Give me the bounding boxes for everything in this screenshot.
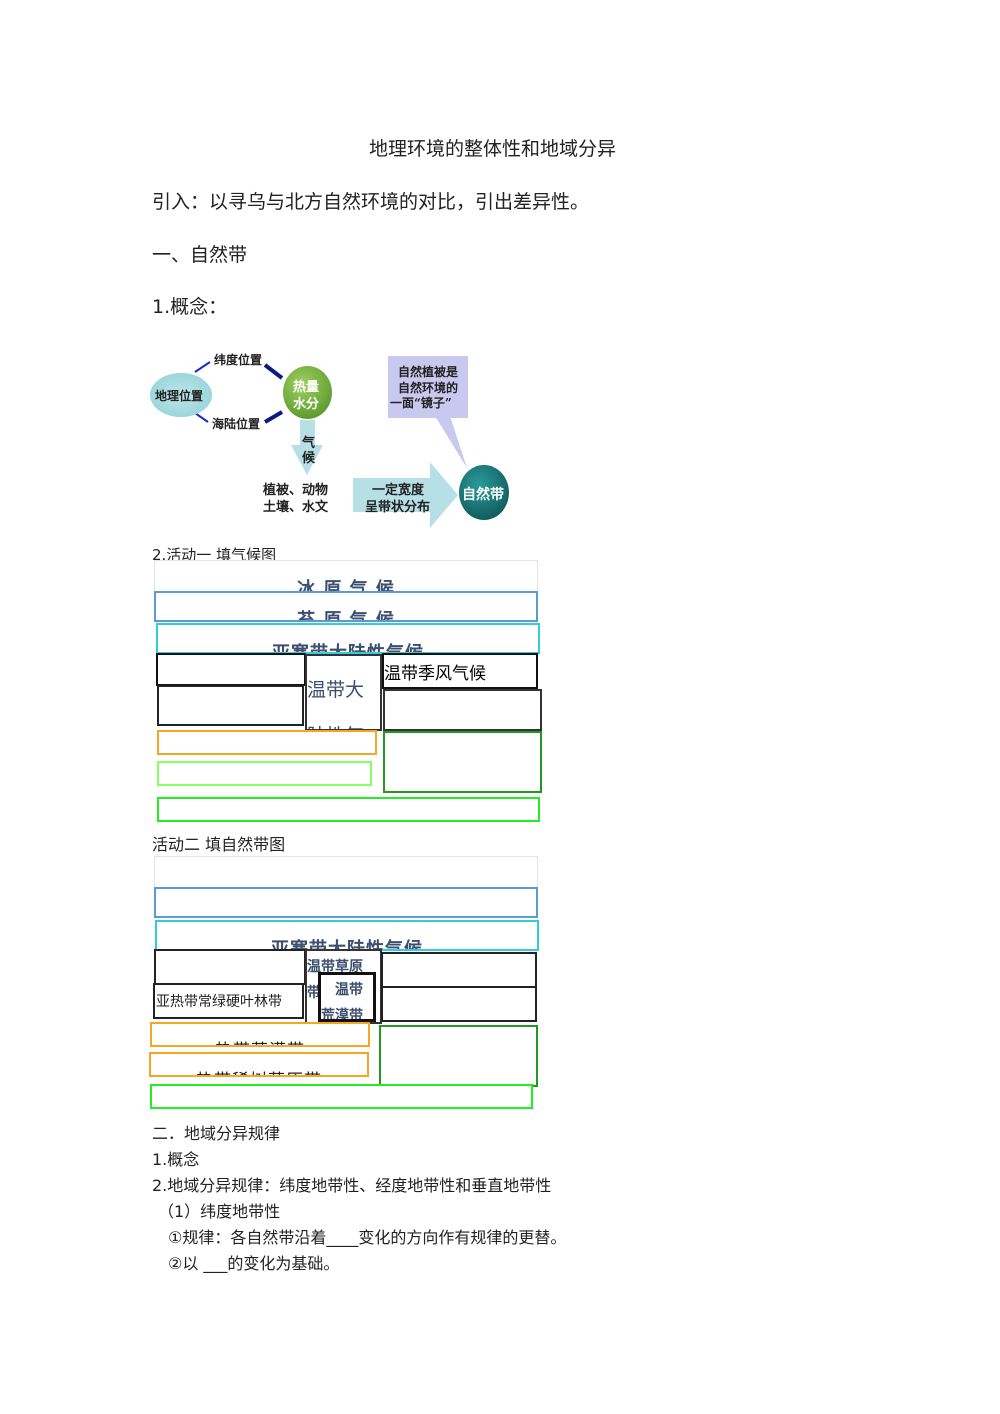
- ice-climate-label: 冰 原 气 候: [297, 579, 395, 592]
- blank-box-blue[interactable]: [154, 887, 538, 918]
- subarctic-climate-box[interactable]: 亚寒带大陆性气候: [156, 623, 540, 654]
- subtropical-sclerophyll-box[interactable]: 亚热带常绿硬叶林带: [153, 983, 304, 1019]
- sub-heading: （1）纬度地带性: [158, 1202, 281, 1221]
- arrow-label-2: 呈带状分布: [365, 500, 431, 515]
- subarctic-zone-box[interactable]: 亚寒带大陆性气候: [155, 920, 539, 951]
- temperate-desert-label-1: 温带: [335, 982, 363, 998]
- blank-box-e[interactable]: [150, 1084, 533, 1109]
- water-label: 水分: [293, 397, 320, 412]
- heat-label: 热量: [293, 380, 320, 395]
- section2-heading: 二．地域分异规律: [152, 1124, 281, 1143]
- callout-line-3: 一面“镜子”: [390, 396, 452, 410]
- temperate-continental-label: 温带大陆性气候: [307, 679, 365, 729]
- temperate-desert-label-2: 荒漠带: [321, 1008, 363, 1022]
- subarctic-zone-label: 亚寒带大陆性气候: [271, 939, 423, 951]
- arrow-label-1: 一定宽度: [372, 483, 425, 498]
- temperate-grassland-label: 温带草原: [307, 959, 363, 975]
- basis-text: ②以 ___的变化为基础。: [168, 1254, 340, 1273]
- blank-box-top[interactable]: [154, 856, 538, 888]
- elements-label-2: 土壤、水文: [263, 500, 329, 515]
- rule-text: ①规律：各自然带沿着____变化的方向作有规律的更替。: [168, 1228, 567, 1247]
- temperate-desert-box[interactable]: 温带 荒漠带: [318, 972, 376, 1022]
- law-text: 2.地域分异规律：纬度地带性、经度地带性和垂直地带性: [152, 1176, 552, 1195]
- ice-climate-box[interactable]: 冰 原 气 候: [154, 560, 538, 592]
- blank-box-b[interactable]: [381, 952, 537, 988]
- blank-box-d[interactable]: [379, 1025, 538, 1087]
- tropical-desert-box[interactable]: 热带荒漠带: [150, 1022, 370, 1047]
- callout-line-1: 自然植被是: [398, 365, 459, 379]
- tropical-savanna-label: 热带稀树草原带: [151, 1066, 367, 1075]
- temperate-monsoon-box[interactable]: 温带季风气候: [382, 653, 538, 689]
- callout-line-2: 自然环境的: [398, 381, 459, 395]
- climate-label-2: 候: [302, 451, 316, 466]
- concept-label: 1.概念：: [152, 296, 228, 318]
- temperate-continental-box[interactable]: 温带大陆性气候: [305, 654, 382, 731]
- page-title: 地理环境的整体性和地域分异: [369, 138, 617, 160]
- tropical-savanna-box[interactable]: 热带稀树草原带: [149, 1052, 369, 1077]
- blank-box-orange[interactable]: [157, 730, 377, 755]
- section-heading: 一、自然带: [152, 244, 248, 266]
- blank-box-a[interactable]: [154, 949, 306, 985]
- blank-box-3[interactable]: [383, 689, 542, 731]
- temperate-grassland-label-2: 带: [307, 985, 321, 1001]
- tropical-desert-label: 热带荒漠带: [152, 1036, 368, 1045]
- heat-water-node: [283, 366, 332, 419]
- blank-box-1[interactable]: [156, 653, 306, 686]
- latitude-position-label: 纬度位置: [214, 353, 263, 367]
- temperate-monsoon-label: 温带季风气候: [384, 664, 486, 684]
- activity2-heading: 活动二 填自然带图: [152, 835, 286, 854]
- climate-label-1: 气: [302, 436, 316, 451]
- blank-box-lightgreen[interactable]: [157, 761, 372, 786]
- concept2-label: 1.概念: [152, 1150, 200, 1169]
- land-sea-position-label: 海陆位置: [212, 417, 261, 431]
- tundra-climate-box[interactable]: 苔 原 气 候: [154, 591, 538, 622]
- geo-position-label: 地理位置: [155, 389, 204, 403]
- subarctic-climate-label: 亚寒带大陆性气候: [272, 643, 424, 654]
- natural-zone-label: 自然带: [462, 487, 504, 503]
- activity1-heading: 2.活动一 填气候图: [152, 546, 277, 564]
- subtropical-sclerophyll-label: 亚热带常绿硬叶林带: [156, 994, 282, 1010]
- geo-position-node: [150, 373, 212, 417]
- natural-zone-node: [459, 465, 509, 520]
- blank-box-2[interactable]: [157, 685, 304, 726]
- tundra-climate-label: 苔 原 气 候: [297, 610, 395, 622]
- blank-box-darkgreen[interactable]: [383, 731, 542, 793]
- intro-text: 引入：以寻乌与北方自然环境的对比，引出差异性。: [152, 191, 590, 213]
- diagram-arrows: [194, 356, 468, 528]
- blank-box-green[interactable]: [157, 797, 540, 822]
- elements-label-1: 植被、动物: [263, 483, 329, 498]
- blank-box-c[interactable]: [381, 986, 537, 1022]
